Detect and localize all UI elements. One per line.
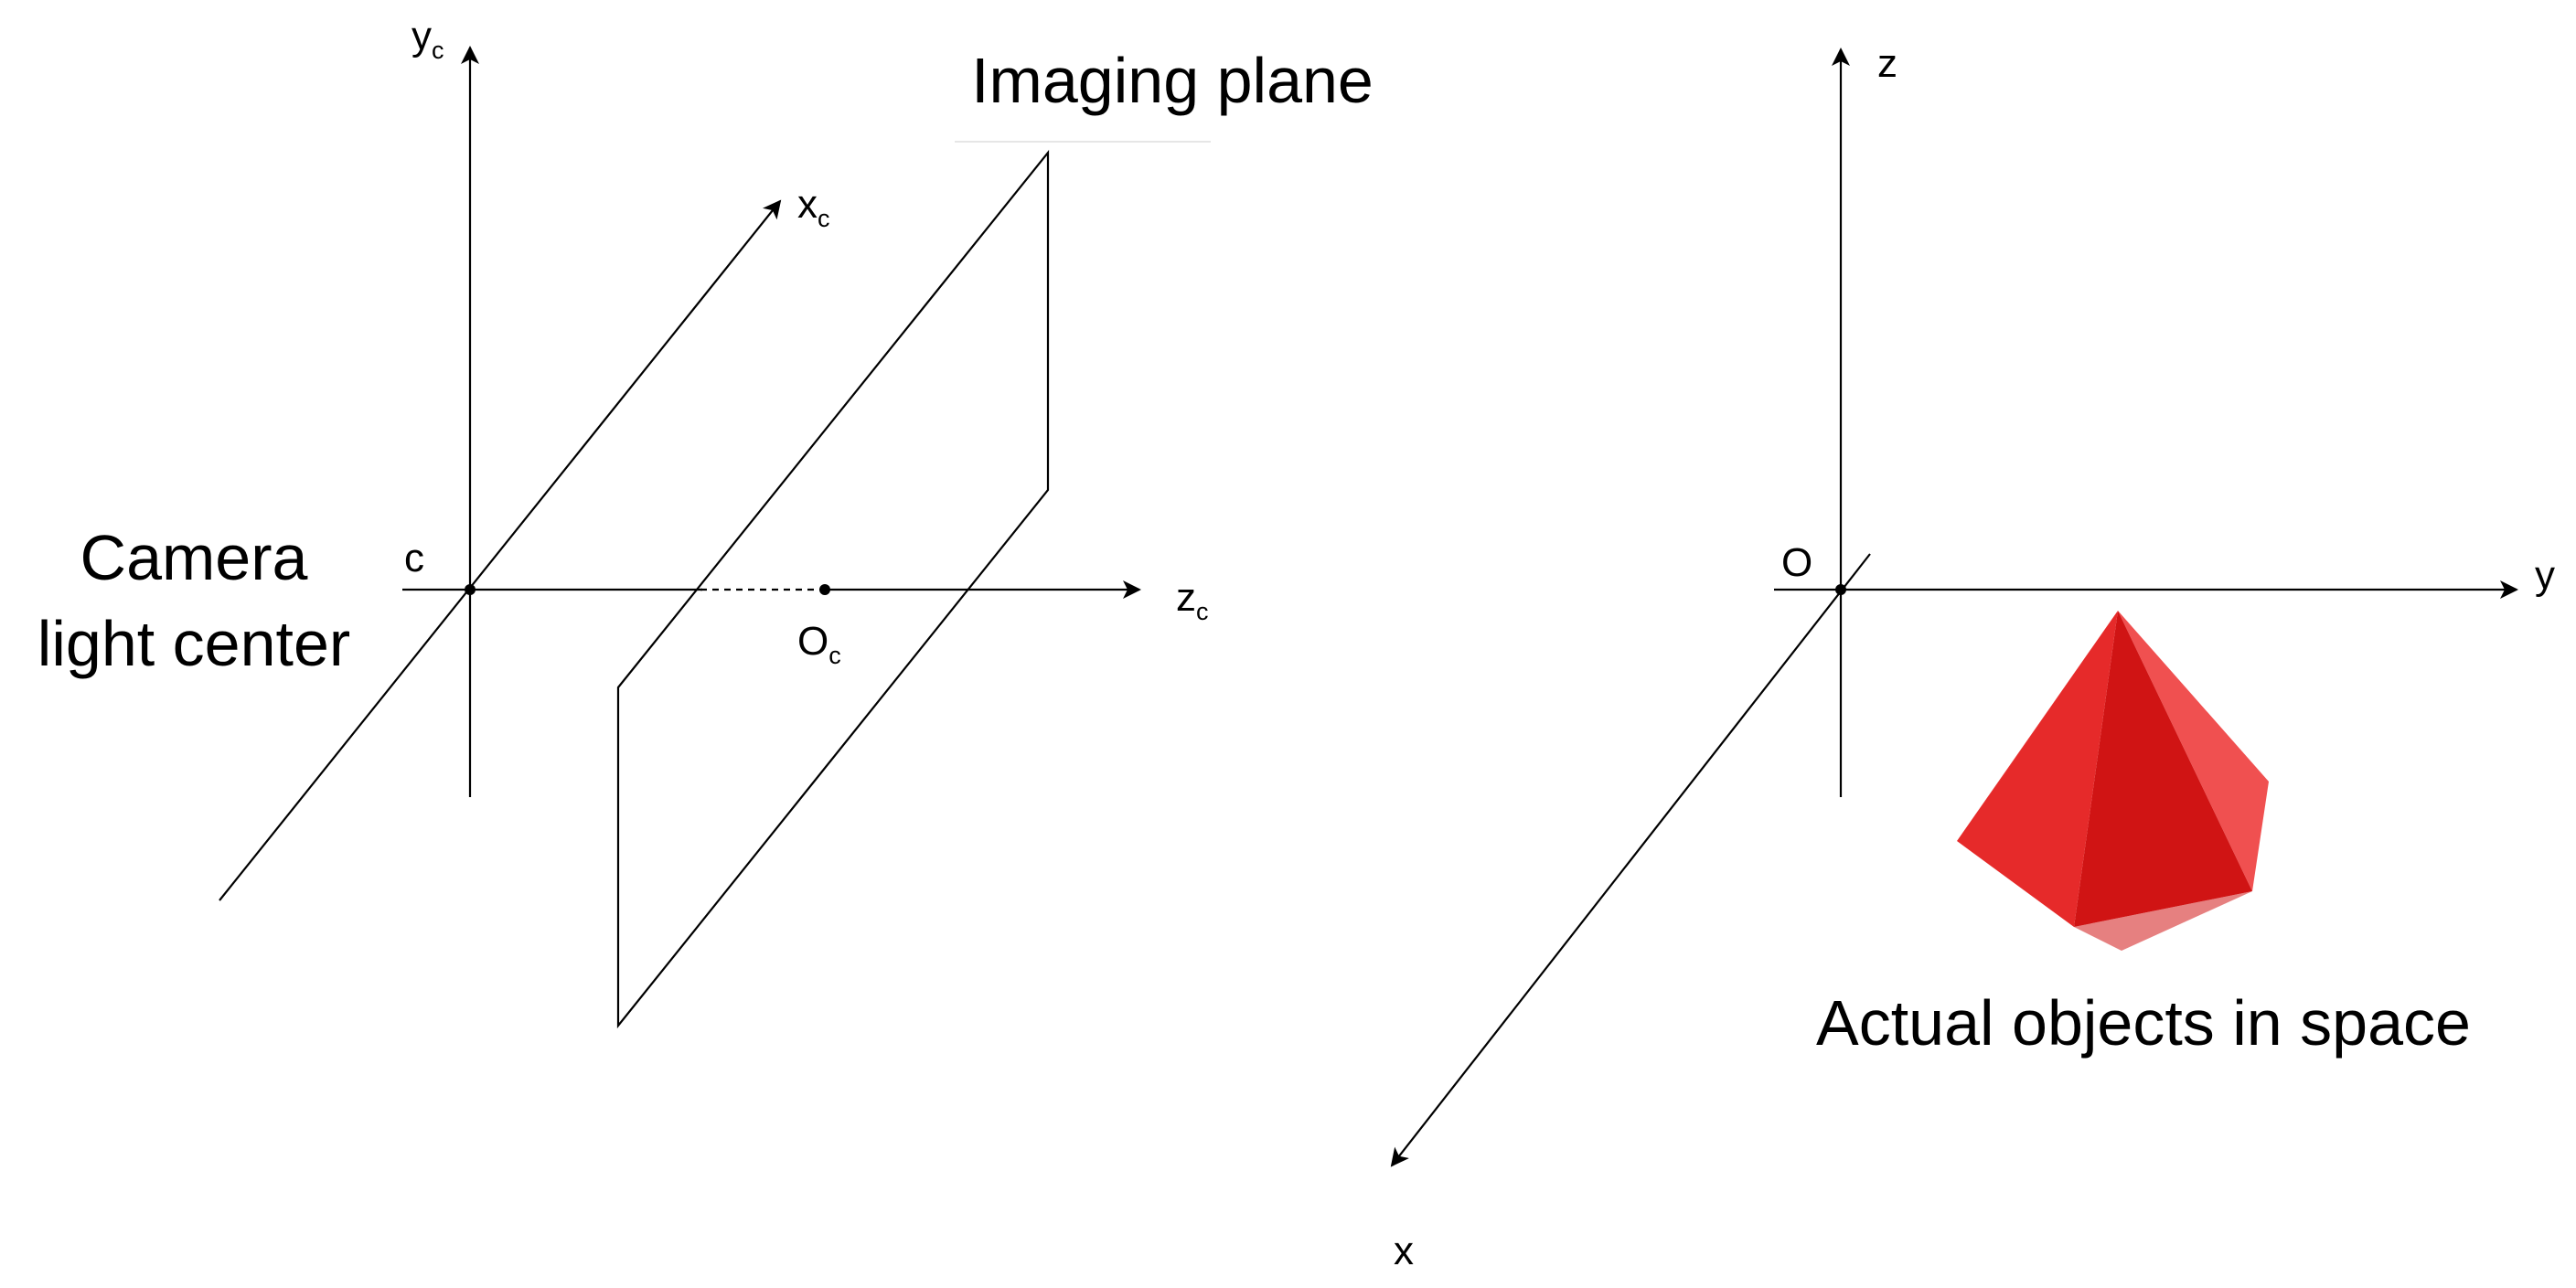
principal-point-dot	[819, 584, 830, 595]
pyramid-bottom-face	[2074, 891, 2252, 951]
camera-caption-line1: Camera	[80, 522, 308, 593]
world-origin-label: O	[1781, 540, 1812, 585]
camera-center-dot	[465, 584, 476, 595]
camera-y-axis-label: yc	[412, 14, 444, 64]
camera-caption-line2: light center	[37, 608, 350, 679]
world-x-label: x	[1394, 1229, 1414, 1273]
object-caption: Actual objects in space	[1816, 987, 2471, 1059]
world-z-label: z	[1877, 41, 1897, 86]
world-y-label: y	[2535, 553, 2555, 598]
camera-x-axis	[219, 199, 782, 901]
pyramid-right-face	[2118, 611, 2269, 891]
camera-z-axis-label: zc	[1176, 575, 1209, 625]
pyramid-left-highlight	[1957, 611, 2118, 841]
imaging-plane	[616, 149, 1050, 1029]
pyramid-left-face	[1957, 611, 2118, 927]
camera-origin-label: c	[404, 536, 424, 580]
red-pyramid-object	[1957, 611, 2269, 951]
world-x-axis	[1390, 553, 1871, 1167]
imaging-plane-caption: Imaging plane	[971, 45, 1374, 116]
world-origin-dot	[1835, 584, 1846, 595]
camera-x-axis-label: xc	[797, 182, 830, 232]
world-coordinate-system: z y x O Actual objects in space	[1390, 41, 2555, 1273]
pyramid-front-face	[2074, 611, 2252, 927]
camera-coordinate-system: yc xc zc Oc c Camera light center Imagin…	[37, 14, 1374, 1029]
principal-point-label: Oc	[797, 619, 841, 669]
